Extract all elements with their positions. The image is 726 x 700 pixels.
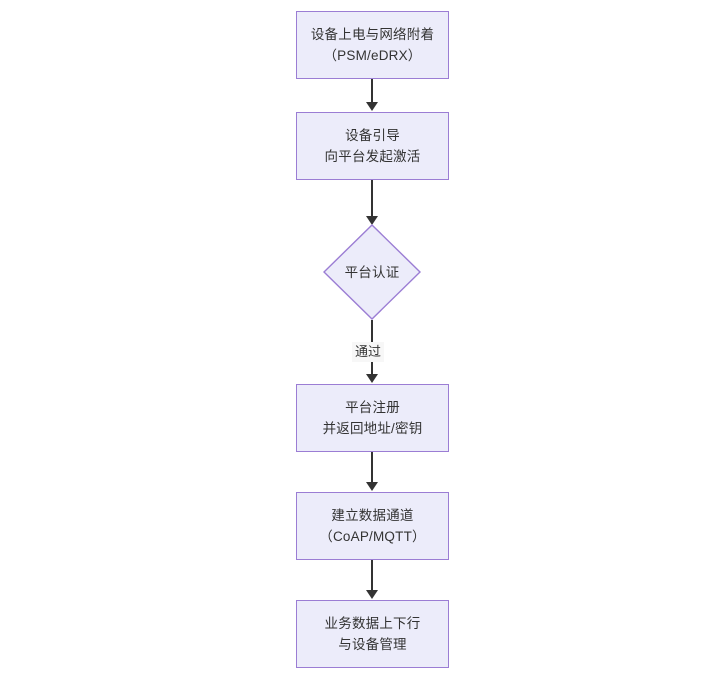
node-register-line2: 并返回地址/密钥 <box>322 421 423 436</box>
node-bootstrap-line2: 向平台发起激活 <box>324 149 421 164</box>
edge-channel-to-service <box>371 560 373 591</box>
node-power-on-line2: （PSM/eDRX） <box>323 48 422 63</box>
node-auth[interactable]: 平台认证 <box>323 224 421 320</box>
diamond-shape-icon <box>323 224 421 320</box>
edge-power-on-to-bootstrap <box>371 79 373 103</box>
edge-label-pass: 通过 <box>352 342 385 362</box>
node-power-on-line1: 设备上电与网络附着 <box>310 27 435 42</box>
node-service-line1: 业务数据上下行 <box>324 616 421 631</box>
node-bootstrap[interactable]: 设备引导 向平台发起激活 <box>296 112 449 180</box>
edge-arrowhead-3 <box>366 374 378 383</box>
edge-arrowhead-5 <box>366 590 378 599</box>
node-register[interactable]: 平台注册 并返回地址/密钥 <box>296 384 449 452</box>
node-bootstrap-line1: 设备引导 <box>345 128 400 143</box>
edge-register-to-channel <box>371 452 373 483</box>
edge-arrowhead-4 <box>366 482 378 491</box>
node-channel-line2: （CoAP/MQTT） <box>319 529 426 544</box>
node-service-line2: 与设备管理 <box>338 637 407 652</box>
node-channel-line1: 建立数据通道 <box>331 508 414 523</box>
node-channel[interactable]: 建立数据通道 （CoAP/MQTT） <box>296 492 449 560</box>
edge-arrowhead-1 <box>366 102 378 111</box>
edge-arrowhead-2 <box>366 216 378 225</box>
edge-bootstrap-to-auth <box>371 180 373 217</box>
node-service[interactable]: 业务数据上下行 与设备管理 <box>296 600 449 668</box>
node-auth-label: 平台认证 <box>344 264 400 280</box>
node-register-line1: 平台注册 <box>345 400 400 415</box>
node-power-on[interactable]: 设备上电与网络附着 （PSM/eDRX） <box>296 11 449 79</box>
